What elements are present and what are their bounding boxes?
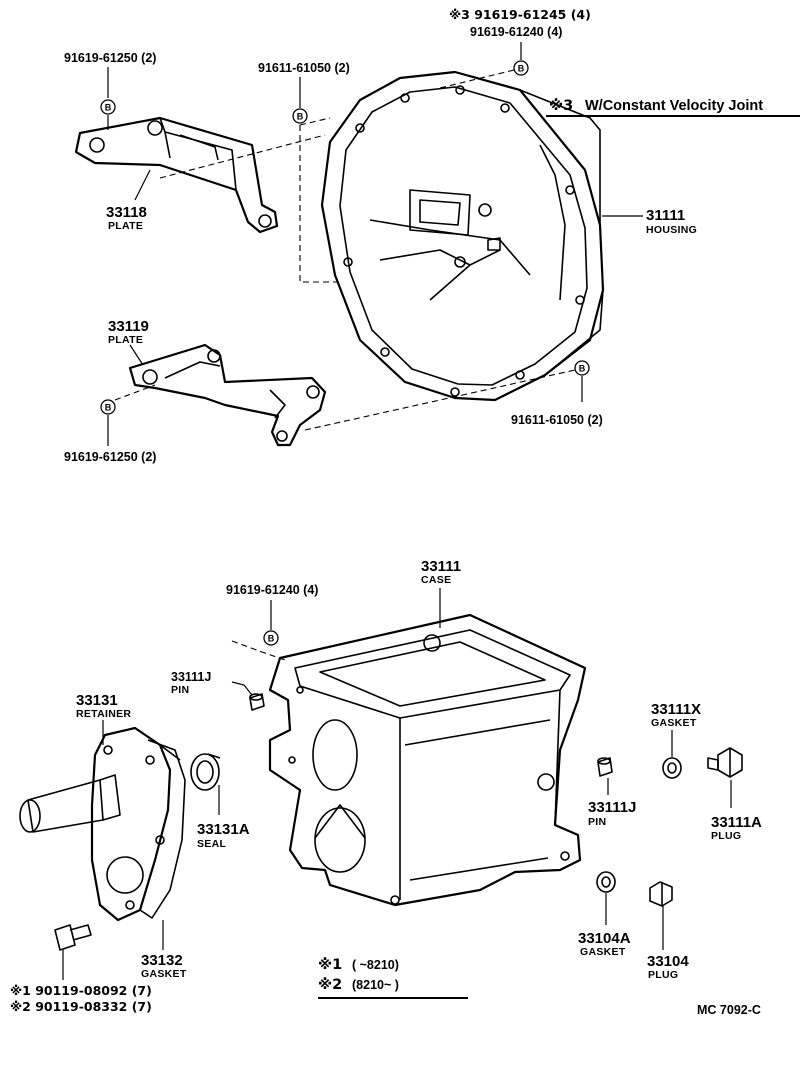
bolt-marker: B xyxy=(100,399,116,415)
plug-33104-drawing xyxy=(649,881,673,907)
gasket-33111x-callout: 33111X GASKET xyxy=(651,701,701,757)
pin-right-name: PIN xyxy=(588,816,606,828)
variant-2-mark: ※2 xyxy=(318,977,342,993)
pin-left-callout: 33111J PIN xyxy=(171,670,253,696)
housing-31111-callout: ※3 91619-61245 (4) 91619-61240 (4) B 916… xyxy=(258,7,697,427)
svg-text:B: B xyxy=(268,634,275,644)
gasket-33104a-drawing xyxy=(596,871,616,893)
retainer-bolt-label-2: ※2 90119-08332 (7) xyxy=(10,999,152,1014)
housing-31111-drawing xyxy=(320,70,605,402)
plate-33119-bolt-label: 91619-61250 (2) xyxy=(64,450,156,464)
plug-a-number: 33111A xyxy=(711,814,762,831)
seal-33131a-callout: 33131A SEAL xyxy=(197,785,250,850)
pin-right-number: 33111J xyxy=(588,799,636,816)
svg-text:B: B xyxy=(105,103,112,113)
bolt-marker: B xyxy=(292,108,308,124)
gasket-33132-name: GASKET xyxy=(141,968,187,980)
plate-33118-name: PLATE xyxy=(108,220,143,232)
gasket-33132-callout: 33132 GASKET xyxy=(141,920,187,980)
plate-33119-drawing xyxy=(128,343,327,447)
pin-right-callout: 33111J PIN xyxy=(588,778,636,828)
case-name: CASE xyxy=(421,574,451,586)
plug-104-number: 33104 xyxy=(647,953,689,970)
figure-code: MC 7092-C xyxy=(697,1003,761,1017)
plate-33118-bolt-label: 91619-61250 (2) xyxy=(64,51,156,65)
pin-left-number: 33111J xyxy=(171,670,211,684)
case-bolt-label: 91619-61240 (4) xyxy=(226,583,318,597)
bolt-marker: B xyxy=(513,60,529,76)
plate-33119-callout: 33119 PLATE B 91619-61250 (2) xyxy=(64,318,576,464)
retainer-bolt-callout: ※1 90119-08092 (7) ※2 90119-08332 (7) xyxy=(10,950,152,1014)
plug-104-name: PLUG xyxy=(648,969,678,981)
svg-text:B: B xyxy=(105,403,112,413)
variant-note: ※1 ( ~8210) ※2 (8210~ ) xyxy=(318,957,468,999)
note-constant-velocity-joint: ※3 W/Constant Velocity Joint xyxy=(546,98,800,117)
plate-33119-number: 33119 xyxy=(108,318,149,335)
gasket-x-name: GASKET xyxy=(651,717,697,729)
plug-33104-callout: 33104 PLUG xyxy=(647,906,689,981)
bolt-marker: B xyxy=(263,630,279,646)
case-number: 33111 xyxy=(421,558,461,575)
retainer-bolt-drawing xyxy=(54,924,92,951)
bolt-marker: B xyxy=(574,360,590,376)
retainer-33131-callout: 33131 RETAINER xyxy=(76,692,131,745)
housing-bolt-top-label-2: 91619-61240 (4) xyxy=(470,25,562,39)
retainer-name: RETAINER xyxy=(76,708,131,720)
plate-33118-number: 33118 xyxy=(106,204,147,221)
seal-name: SEAL xyxy=(197,838,226,850)
plug-33111a-drawing xyxy=(707,747,743,778)
seal-33131a-drawing xyxy=(190,753,221,791)
svg-text:B: B xyxy=(518,64,525,74)
gasket-33104a-callout: 33104A GASKET xyxy=(578,893,631,958)
pin-right-drawing xyxy=(597,757,613,777)
gasket-x-number: 33111X xyxy=(651,701,701,718)
housing-bolt-top-label-1: ※3 91619-61245 (4) xyxy=(449,7,591,22)
plate-33118-drawing xyxy=(74,116,279,234)
housing-bolt-left-label: 91611-61050 (2) xyxy=(258,61,350,75)
bolt-marker: B xyxy=(100,99,116,115)
note-title: W/Constant Velocity Joint xyxy=(585,98,763,114)
retainer-bolt-label-1: ※1 90119-08092 (7) xyxy=(10,983,152,998)
pin-left-name: PIN xyxy=(171,684,189,696)
gasket-33132-number: 33132 xyxy=(141,952,183,969)
svg-text:B: B xyxy=(579,364,586,374)
housing-number: 31111 xyxy=(646,207,685,224)
housing-name: HOUSING xyxy=(646,224,697,236)
pin-left-drawing xyxy=(249,693,265,711)
gasket-33111x-drawing xyxy=(662,757,682,779)
retainer-number: 33131 xyxy=(76,692,118,709)
case-33111-drawing xyxy=(268,613,587,907)
variant-1-mark: ※1 xyxy=(318,957,342,973)
seal-number: 33131A xyxy=(197,821,250,838)
gasket-104a-name: GASKET xyxy=(580,946,626,958)
case-33111-callout: 33111 CASE 91619-61240 (4) B xyxy=(226,558,461,661)
plate-33118-callout: 91619-61250 (2) B 33118 PLATE xyxy=(64,51,156,232)
variant-1-range: ( ~8210) xyxy=(352,958,399,972)
plug-a-name: PLUG xyxy=(711,830,741,842)
plate-33119-name: PLATE xyxy=(108,334,143,346)
variant-2-range: (8210~ ) xyxy=(352,978,399,992)
retainer-33131-drawing xyxy=(19,726,186,922)
housing-bolt-right-label: 91611-61050 (2) xyxy=(511,413,603,427)
svg-text:B: B xyxy=(297,112,304,122)
gasket-104a-number: 33104A xyxy=(578,930,631,947)
plug-33111a-callout: 33111A PLUG xyxy=(711,780,762,842)
